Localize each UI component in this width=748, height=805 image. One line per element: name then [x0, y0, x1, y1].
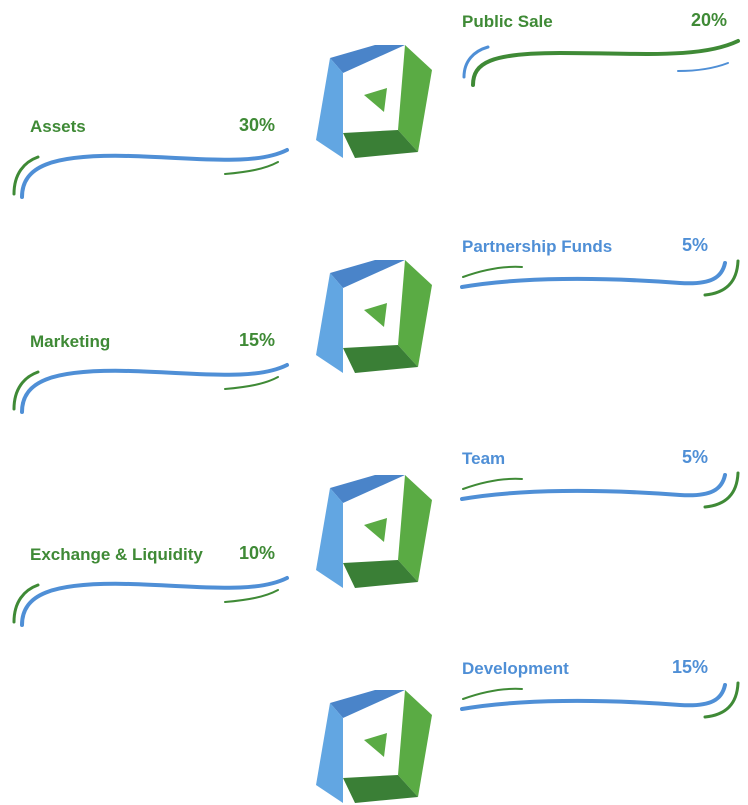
swoosh-underline: [12, 363, 289, 414]
allocation-entry: Public Sale 20%: [462, 10, 740, 87]
allocation-label: Development: [462, 659, 569, 678]
logo-left-face: [316, 703, 343, 803]
allocation-value: 30%: [239, 115, 275, 135]
swoosh-accent: [703, 471, 740, 509]
swoosh-tail: [462, 477, 523, 490]
logo-left-face: [316, 58, 343, 158]
swoosh-main: [471, 39, 740, 87]
logo-top-face: [330, 475, 405, 503]
swoosh-underline: [12, 148, 289, 199]
logo-right-face: [398, 475, 432, 582]
logo-bottom-face: [343, 560, 418, 588]
swoosh-main: [20, 363, 289, 414]
allocation-value: 15%: [239, 330, 275, 350]
allocation-entry: Team 5%: [460, 447, 740, 509]
allocation-value: 10%: [239, 543, 275, 563]
logo-inner-triangle: [364, 88, 387, 112]
swoosh-accent: [12, 155, 40, 196]
allocation-entry: Development 15%: [460, 657, 740, 719]
logo-bottom-face: [343, 130, 418, 158]
swoosh-underline: [462, 39, 740, 87]
allocation-label: Marketing: [30, 332, 110, 351]
logo-left-face: [316, 488, 343, 588]
swoosh-tail: [224, 589, 279, 603]
swoosh-underline: [460, 259, 740, 297]
logo-top-face: [330, 260, 405, 288]
logo-group: [316, 45, 432, 803]
swoosh-tail: [462, 687, 523, 700]
swoosh-accent: [12, 370, 40, 411]
logo-right-face: [398, 690, 432, 797]
cube-logo-icon: [316, 475, 432, 588]
swoosh-tail: [677, 62, 729, 72]
allocation-value: 20%: [691, 10, 727, 30]
cube-logo-icon: [316, 45, 432, 158]
logo-top-face: [330, 45, 405, 73]
swoosh-main: [460, 683, 727, 711]
allocation-value: 5%: [682, 235, 708, 255]
swoosh-tail: [224, 161, 279, 175]
logo-right-face: [398, 260, 432, 367]
cube-logo-icon: [316, 690, 432, 803]
swoosh-main: [460, 473, 727, 501]
swoosh-underline: [460, 681, 740, 719]
logo-top-face: [330, 690, 405, 718]
logo-inner-triangle: [364, 518, 387, 542]
allocation-entry: Marketing 15%: [12, 330, 289, 414]
cube-logo-icon: [316, 260, 432, 373]
swoosh-main: [460, 261, 727, 289]
allocation-label: Exchange & Liquidity: [30, 545, 203, 564]
logo-inner-triangle: [364, 303, 387, 327]
swoosh-tail: [224, 376, 279, 390]
allocation-entries: Public Sale 20% Assets 30% Partnership Funds…: [12, 10, 740, 719]
swoosh-accent: [12, 583, 40, 624]
logo-right-face: [398, 45, 432, 152]
allocation-entry: Exchange & Liquidity 10%: [12, 543, 289, 627]
swoosh-accent: [462, 45, 490, 79]
swoosh-underline: [12, 576, 289, 627]
swoosh-accent: [703, 681, 740, 719]
allocation-label: Team: [462, 449, 505, 468]
allocation-label: Public Sale: [462, 12, 553, 31]
allocation-entry: Assets 30%: [12, 115, 289, 199]
allocation-value: 5%: [682, 447, 708, 467]
allocation-entry: Partnership Funds 5%: [460, 235, 740, 297]
swoosh-main: [20, 576, 289, 627]
swoosh-main: [20, 148, 289, 199]
swoosh-accent: [703, 259, 740, 297]
logo-bottom-face: [343, 775, 418, 803]
logo-left-face: [316, 273, 343, 373]
logo-bottom-face: [343, 345, 418, 373]
swoosh-underline: [460, 471, 740, 509]
allocation-label: Assets: [30, 117, 86, 136]
allocation-value: 15%: [672, 657, 708, 677]
swoosh-tail: [462, 265, 523, 278]
allocation-label: Partnership Funds: [462, 237, 612, 256]
logo-inner-triangle: [364, 733, 387, 757]
